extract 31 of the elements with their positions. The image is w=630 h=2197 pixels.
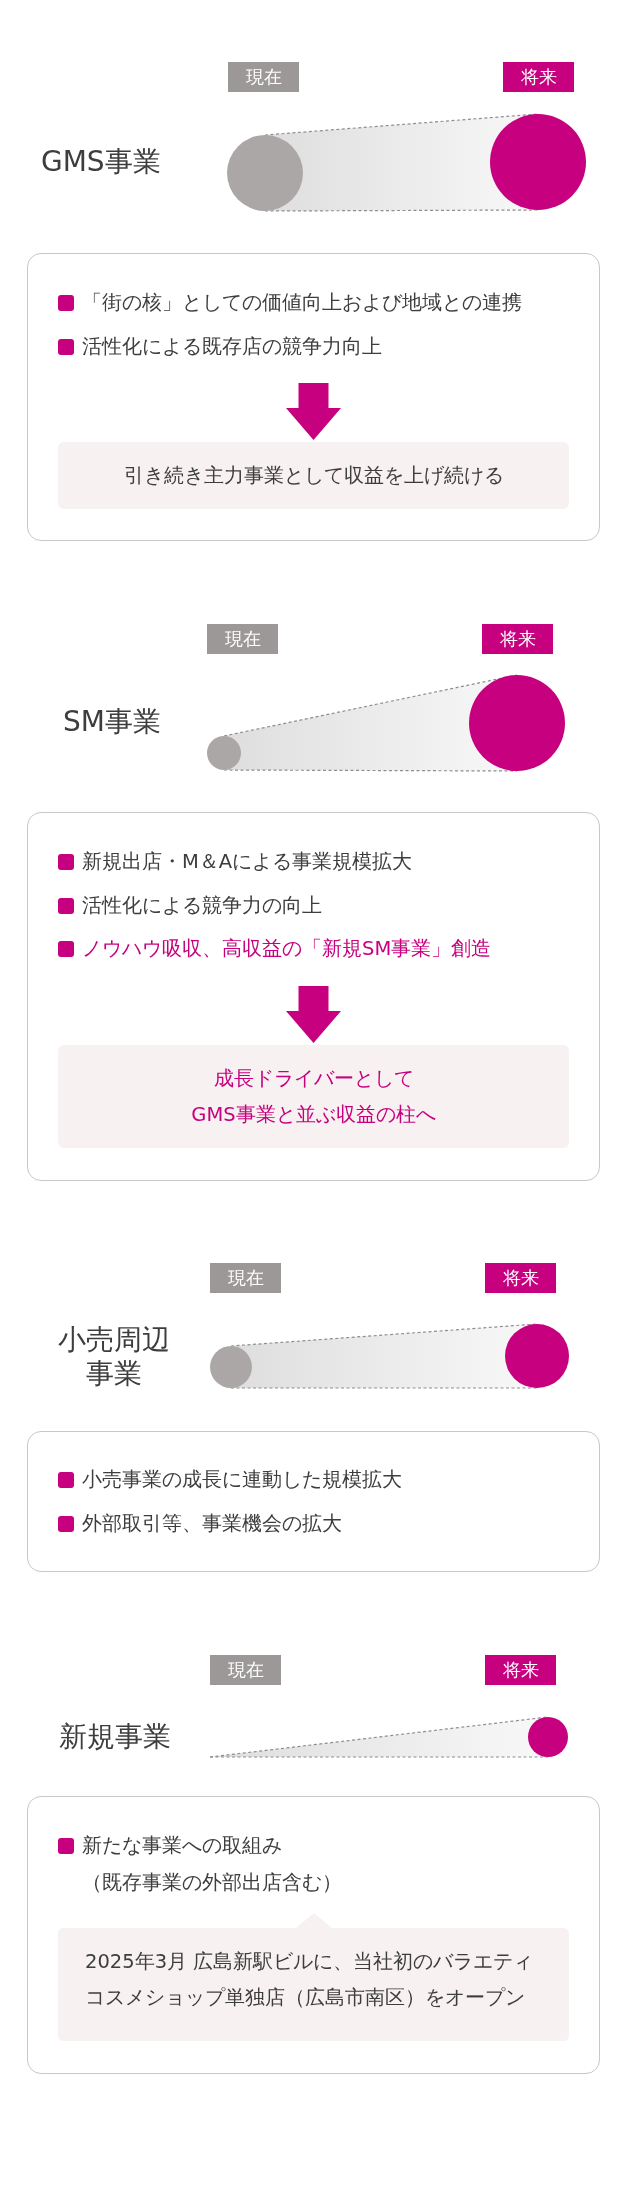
summary-card: [27, 812, 600, 1181]
period-tag: 現在: [207, 624, 278, 654]
outcome-text: GMS事業と並ぶ収益の柱へ: [191, 1101, 436, 1128]
section-heading: 新規事業: [59, 1720, 171, 1754]
callout-text: 2025年3月 広島新駅ビルに、当社初のバラエティコスメショップ単独店（広島市南区）をオープン: [85, 1949, 535, 2011]
outcome-text: 引き続き主力事業として収益を上げ続ける: [123, 462, 504, 489]
bullet-text: 「街の核」としての価値向上および地域との連携: [82, 290, 522, 316]
bullet-text: 活性化による既存店の競争力向上: [82, 334, 382, 360]
period-tag: 現在: [228, 62, 299, 92]
bullet-text: 新たな事業への取組み: [82, 1833, 282, 1859]
bullet-text: 小売事業の成長に連動した規模拡大: [82, 1467, 402, 1493]
section-heading: GMS事業: [41, 145, 161, 179]
period-tag: 将来: [485, 1655, 556, 1685]
summary-card: [27, 1796, 600, 2074]
outcome-text: 成長ドライバーとして: [213, 1065, 414, 1092]
period-tag: 将来: [482, 624, 553, 654]
period-tag: 現在: [210, 1263, 281, 1293]
section-heading: 小売周辺事業: [58, 1323, 170, 1391]
period-tag: 将来: [485, 1263, 556, 1293]
summary-card: [27, 253, 600, 541]
bullet-text: 外部取引等、事業機会の拡大: [82, 1511, 342, 1537]
summary-card: [27, 1431, 600, 1572]
bullet-text: 活性化による競争力の向上: [82, 893, 322, 919]
block-arrow: [286, 383, 341, 440]
note-text: （既存事業の外部出店含む）: [82, 1870, 342, 1896]
period-tag: 現在: [210, 1655, 281, 1685]
bullet-text: ノウハウ吸収、高収益の「新規SM事業」創造: [82, 936, 492, 962]
section-heading: SM事業: [63, 705, 161, 739]
block-arrow: [286, 986, 341, 1043]
bullet-text: 新規出店・M＆Aによる事業規模拡大: [82, 849, 413, 875]
period-tag: 将来: [503, 62, 574, 92]
